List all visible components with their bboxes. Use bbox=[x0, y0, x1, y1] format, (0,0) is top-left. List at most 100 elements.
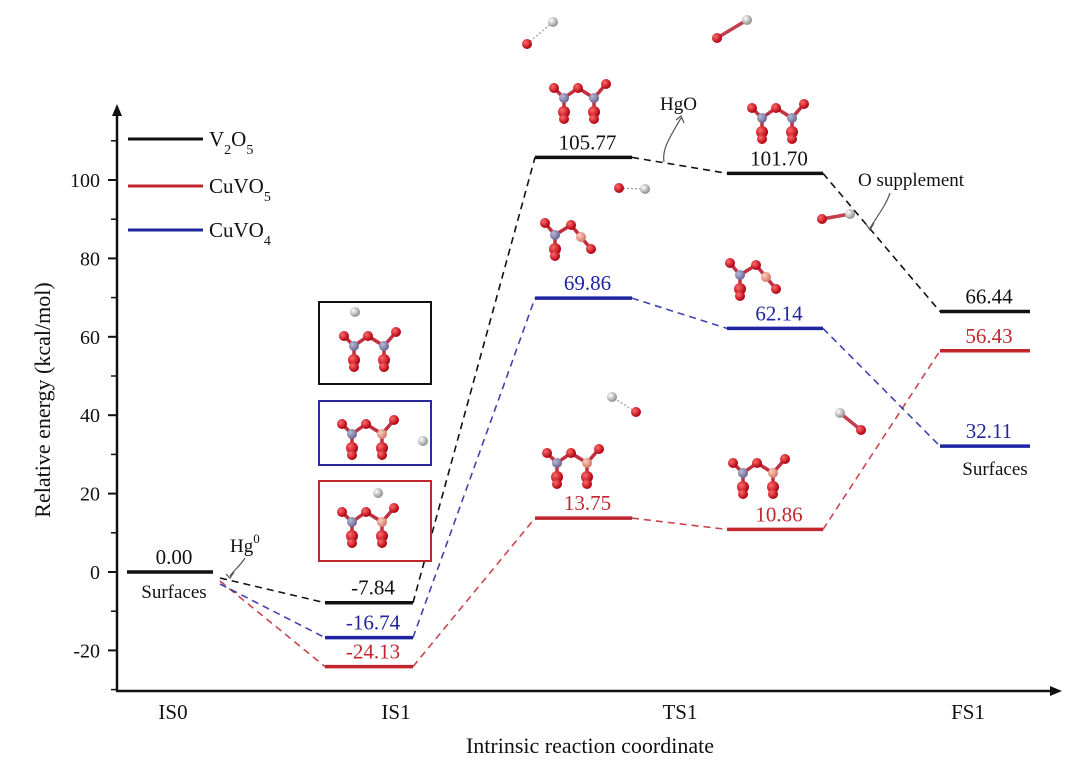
atom-o bbox=[347, 450, 357, 460]
atom-o bbox=[735, 291, 745, 301]
hg0-arrow-icon bbox=[229, 557, 246, 577]
is0-surfaces-label: Surfaces bbox=[141, 582, 206, 603]
connector-v2o5 bbox=[412, 157, 536, 603]
atom-o bbox=[601, 79, 611, 89]
atom-hg bbox=[835, 408, 845, 418]
y-tick-label: 0 bbox=[90, 562, 100, 584]
atom-cu bbox=[377, 517, 387, 527]
atom-o bbox=[540, 218, 550, 228]
atom-o bbox=[780, 454, 790, 464]
atom-v bbox=[550, 230, 560, 240]
atom-o bbox=[752, 458, 762, 468]
inset-v2o5-frame bbox=[318, 301, 432, 385]
legend-label-v2o5: V bbox=[209, 127, 224, 151]
value-label-cuvo5: -24.13 bbox=[346, 640, 400, 664]
atom-o bbox=[586, 244, 596, 254]
connector-cuvo5 bbox=[822, 350, 941, 530]
y-tick-label: 80 bbox=[80, 248, 100, 270]
atom-o bbox=[379, 362, 389, 372]
svg-text:CuVO4: CuVO4 bbox=[209, 218, 271, 249]
atom-v bbox=[379, 341, 389, 351]
legend-item-v2o5: V2O5 bbox=[128, 127, 253, 158]
atom-v bbox=[757, 113, 767, 123]
y-tick-label: 40 bbox=[80, 405, 100, 427]
hgo-bond bbox=[716, 18, 748, 40]
atom-o bbox=[594, 444, 604, 454]
energy-levels bbox=[127, 155, 1030, 669]
x-axis-arrow-icon bbox=[1050, 686, 1062, 696]
value-label-v2o5: 101.70 bbox=[750, 146, 808, 170]
atom-o bbox=[347, 538, 357, 548]
atom-o bbox=[582, 479, 592, 489]
svg-text:V2O5: V2O5 bbox=[209, 127, 253, 158]
legend-item-cuvo4: CuVO4 bbox=[128, 218, 271, 249]
atom-o bbox=[738, 489, 748, 499]
hgo-bond bbox=[526, 21, 554, 45]
connector-cuvo5 bbox=[219, 580, 326, 668]
atom-o bbox=[856, 425, 866, 435]
atom-o bbox=[349, 362, 359, 372]
atom-o bbox=[542, 448, 552, 458]
atom-o bbox=[725, 258, 735, 268]
atom-o bbox=[631, 407, 641, 417]
atom-v bbox=[589, 93, 599, 103]
connector-v2o5 bbox=[822, 172, 941, 313]
atom-o bbox=[768, 489, 778, 499]
x-tick-label: IS1 bbox=[381, 700, 410, 724]
y-tick-label: -20 bbox=[73, 640, 100, 662]
value-label-v2o5: 66.44 bbox=[965, 285, 1013, 309]
value-label-v2o5: -7.84 bbox=[351, 576, 395, 600]
fs1-surfaces-label: Surfaces bbox=[962, 459, 1027, 480]
connector-cuvo5 bbox=[412, 517, 536, 668]
atom-o bbox=[549, 83, 559, 93]
atom-v bbox=[552, 458, 562, 468]
atom-hg bbox=[350, 307, 360, 317]
value-label-v2o5: 105.77 bbox=[559, 130, 617, 154]
value-label-cuvo4: 69.86 bbox=[564, 271, 611, 295]
atom-o bbox=[712, 33, 722, 43]
atom-hg bbox=[640, 184, 650, 194]
atom-v bbox=[347, 429, 357, 439]
atom-o bbox=[363, 331, 373, 341]
atom-hg bbox=[548, 17, 558, 27]
hgo-label: HgO bbox=[660, 94, 697, 115]
atom-o bbox=[757, 134, 767, 144]
value-label-v2o5: 0.00 bbox=[156, 545, 193, 569]
atom-v bbox=[738, 468, 748, 478]
atom-o bbox=[339, 331, 349, 341]
atom-o bbox=[550, 251, 560, 261]
legend-item-cuvo5: CuVO5 bbox=[128, 174, 271, 205]
atom-v bbox=[347, 517, 357, 527]
molecular-structures bbox=[337, 15, 866, 548]
atom-o bbox=[522, 39, 532, 49]
atom-o bbox=[573, 83, 583, 93]
atom-o bbox=[391, 327, 401, 337]
o-supplement-arrow-icon bbox=[869, 192, 891, 229]
value-label-cuvo4: 62.14 bbox=[755, 301, 803, 325]
value-label-cuvo5: 56.43 bbox=[965, 324, 1012, 348]
atom-o bbox=[377, 538, 387, 548]
atom-v bbox=[349, 341, 359, 351]
atom-hg bbox=[742, 15, 752, 25]
atom-o bbox=[751, 260, 761, 270]
atom-o bbox=[377, 450, 387, 460]
value-label-cuvo5: 13.75 bbox=[564, 491, 611, 515]
svg-text:CuVO5: CuVO5 bbox=[209, 174, 271, 205]
x-tick-label: IS0 bbox=[158, 700, 187, 724]
value-label-cuvo4: 32.11 bbox=[966, 419, 1012, 443]
connector-v2o5 bbox=[631, 156, 728, 175]
atom-cu bbox=[377, 429, 387, 439]
x-tick-label: FS1 bbox=[951, 700, 985, 724]
atom-o bbox=[566, 448, 576, 458]
atom-o bbox=[337, 507, 347, 517]
atom-o bbox=[361, 507, 371, 517]
y-tick-label: 20 bbox=[80, 484, 100, 506]
atom-cu bbox=[761, 272, 771, 282]
atom-v bbox=[787, 113, 797, 123]
connector-cuvo4 bbox=[412, 297, 536, 638]
atom-cu bbox=[576, 232, 586, 242]
